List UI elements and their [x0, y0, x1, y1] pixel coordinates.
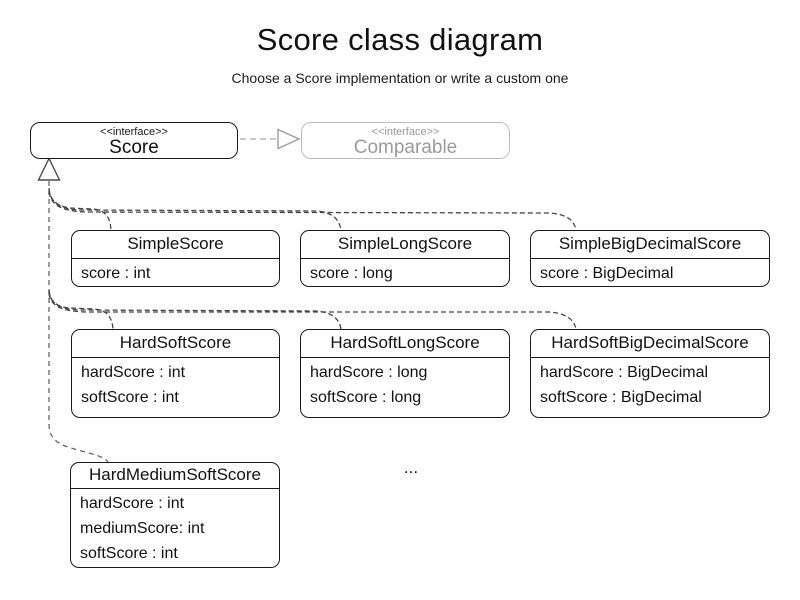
attribute-line: softScore : int [81, 389, 179, 406]
attribute-line: hardScore : int [80, 495, 185, 512]
class-hardmediumsoftscore: HardMediumSoftScore hardScore : int medi… [70, 462, 280, 568]
realization-edge-hardsoftlongscore [48, 291, 342, 330]
class-simplelongscore: SimpleLongScore score : long [300, 230, 510, 287]
interface-stereotype: <<interface>> [100, 126, 168, 138]
class-title: SimpleBigDecimalScore [531, 231, 769, 259]
attribute-line: mediumScore: int [80, 520, 205, 537]
more-implementations-ellipsis: ... [403, 458, 419, 477]
attribute-line: softScore : BigDecimal [540, 389, 702, 406]
attribute-line: hardScore : int [81, 364, 186, 381]
class-title: SimpleScore [72, 231, 279, 259]
interface-name: Score [109, 137, 159, 158]
interface-comparable: <<interface>> Comparable [301, 122, 510, 159]
class-hardsoftscore: HardSoftScore hardScore : int softScore … [71, 329, 280, 418]
attribute-line: softScore : long [310, 389, 422, 406]
interface-name: Comparable [353, 137, 458, 158]
realization-edge-hardsoftbigdecimalscore [48, 293, 577, 330]
extends-arrowhead [277, 128, 301, 150]
realization-edge-hardmediumsoftscore [48, 181, 109, 463]
class-title: HardSoftScore [72, 330, 279, 358]
attribute-line: score : int [81, 265, 151, 282]
class-title: HardMediumSoftScore [71, 463, 279, 489]
attribute-line: hardScore : long [310, 364, 428, 381]
realization-edge-simplebigdecimalscore [48, 191, 577, 231]
class-simplebigdecimalscore: SimpleBigDecimalScore score : BigDecimal [530, 230, 770, 287]
class-simplescore: SimpleScore score : int [71, 230, 280, 287]
realization-edge-simplelongscore [48, 189, 342, 231]
attribute-line: score : long [310, 265, 393, 282]
attribute-line: softScore : int [80, 545, 178, 562]
interface-stereotype: <<interface>> [371, 126, 440, 138]
realization-edge-simplescore [48, 187, 112, 231]
diagram-subtitle: Choose a Score implementation or write a… [231, 70, 569, 86]
class-title: HardSoftLongScore [301, 330, 509, 358]
realization-arrowhead [37, 156, 61, 181]
class-hardsoftlongscore: HardSoftLongScore hardScore : long softS… [300, 329, 510, 418]
diagram-title: Score class diagram [256, 22, 544, 57]
class-title: SimpleLongScore [301, 231, 509, 259]
class-hardsoftbigdecimalscore: HardSoftBigDecimalScore hardScore : BigD… [530, 329, 770, 418]
interface-score: <<interface>> Score [30, 122, 238, 159]
realization-edge-hardsoftscore [48, 289, 114, 330]
attribute-line: score : BigDecimal [540, 265, 674, 282]
attribute-line: hardScore : BigDecimal [540, 364, 709, 381]
class-title: HardSoftBigDecimalScore [531, 330, 769, 358]
